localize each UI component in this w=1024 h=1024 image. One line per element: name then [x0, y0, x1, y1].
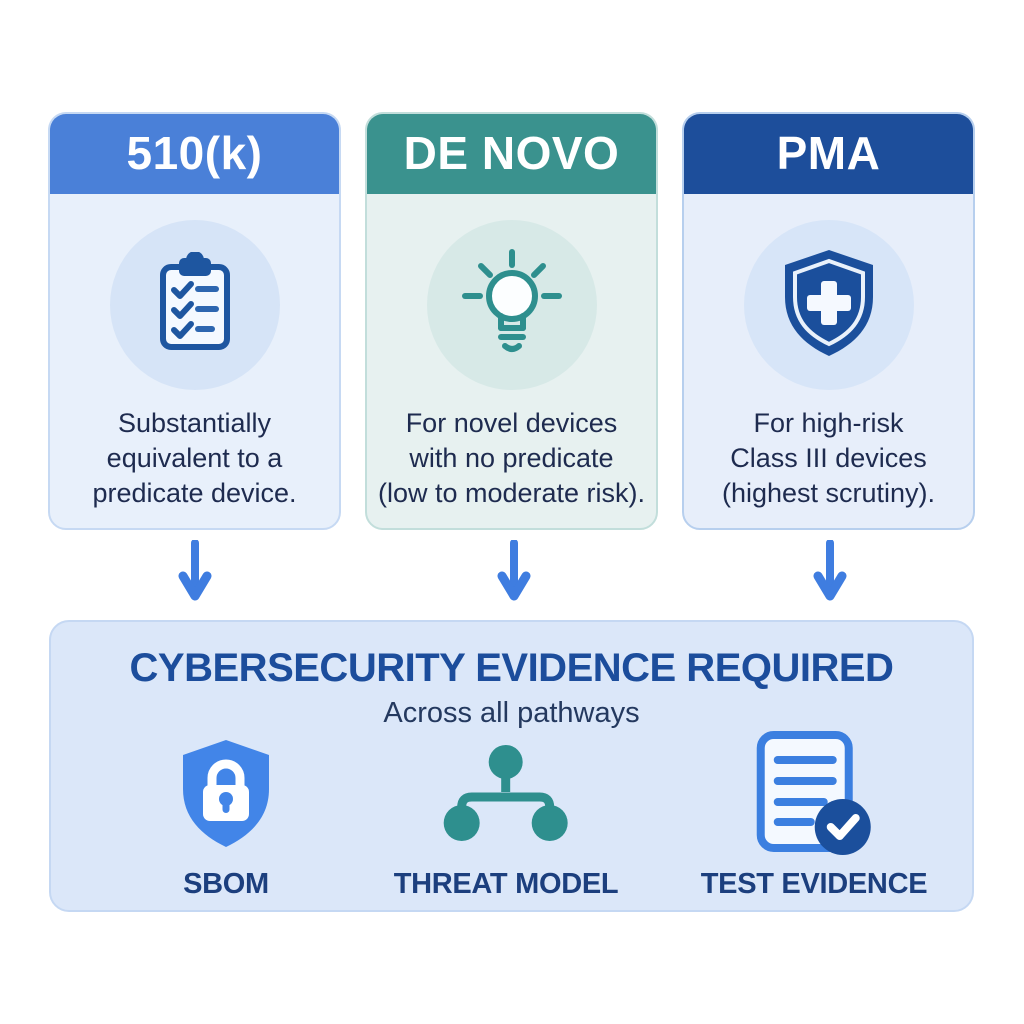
card-510k-description: Substantially equivalent to a predicate …	[92, 408, 297, 508]
evidence-panel-title: CYBERSECURITY EVIDENCE REQUIRED	[129, 646, 894, 690]
card-de-novo: DE NOVO	[365, 112, 658, 530]
clipboard-checklist-icon	[148, 250, 242, 359]
evidence-item-sbom: SBOM	[175, 730, 277, 901]
down-arrow-icon	[177, 539, 213, 609]
card-510k-icon-circle	[109, 220, 280, 390]
shield-lock-icon	[175, 730, 277, 858]
card-de-novo-title: DE NOVO	[367, 114, 656, 194]
lightbulb-icon	[456, 246, 568, 365]
evidence-label-test-evidence: TEST EVIDENCE	[700, 868, 928, 900]
card-510k: 510(k)	[48, 112, 341, 530]
card-pma: PMA For high-risk Class III devices (hig…	[682, 112, 975, 530]
evidence-item-threat-model: THREAT MODEL	[394, 730, 619, 901]
evidence-label-threat-model: THREAT MODEL	[393, 868, 619, 900]
document-checkmark-icon	[754, 730, 874, 858]
pathway-cards-row: 510(k)	[48, 112, 975, 530]
card-de-novo-icon-circle	[426, 220, 597, 390]
card-de-novo-description: For novel devices with no predicate (low…	[377, 408, 646, 508]
card-510k-title: 510(k)	[50, 114, 339, 194]
threat-model-nodes-icon	[441, 730, 571, 858]
card-pma-description: For high-risk Class III devices (highest…	[721, 408, 936, 508]
card-510k-body: Substantially equivalent to a predicate …	[50, 194, 339, 528]
card-de-novo-body: For novel devices with no predicate (low…	[367, 194, 656, 528]
down-arrow-icon	[496, 539, 532, 609]
card-pma-title: PMA	[684, 114, 973, 194]
cybersecurity-evidence-panel: CYBERSECURITY EVIDENCE REQUIRED Across a…	[49, 620, 974, 912]
evidence-item-test-evidence: TEST EVIDENCE	[701, 730, 928, 901]
evidence-label-sbom: SBOM	[183, 868, 269, 900]
card-pma-icon-circle	[743, 220, 914, 390]
shield-medical-cross-icon	[776, 246, 882, 365]
card-pma-body: For high-risk Class III devices (highest…	[684, 194, 973, 528]
evidence-panel-subtitle: Across all pathways	[383, 697, 640, 729]
down-arrow-icon	[812, 539, 848, 609]
